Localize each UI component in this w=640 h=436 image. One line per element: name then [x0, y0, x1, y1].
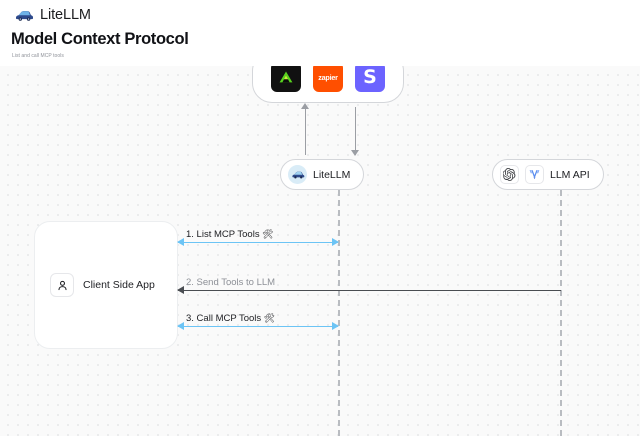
- litellm-to-tools-down-arrow: [355, 107, 356, 155]
- litellm-lifeline: [338, 190, 340, 436]
- flow-1-label: 1. List MCP Tools 🛠: [186, 228, 274, 242]
- diagram-canvas: MCP Tools zapier S: [0, 66, 640, 436]
- tools-emoji-icon: 🛠: [262, 230, 274, 240]
- openai-icon: [500, 165, 519, 184]
- brand[interactable]: LiteLLM: [14, 7, 91, 23]
- flow-1-line: [178, 242, 338, 243]
- client-side-app-label: Client Side App: [83, 279, 155, 291]
- linear-tool-icon[interactable]: [271, 66, 301, 92]
- flow-3-left-arrowhead-icon: [177, 322, 184, 330]
- node-llm-api[interactable]: LLM API: [492, 159, 604, 190]
- flow-3-right-arrowhead-icon: [332, 322, 339, 330]
- slack-tool-icon[interactable]: S: [355, 66, 385, 92]
- page-title: Model Context Protocol: [11, 30, 189, 48]
- llm-api-lifeline: [560, 190, 562, 436]
- litellm-to-tools-down-arrowhead-icon: [351, 150, 359, 156]
- flow-2-label: 2. Send Tools to LLM: [186, 277, 276, 288]
- flow-call-mcp-tools: 3. Call MCP Tools 🛠: [177, 312, 339, 332]
- page-subtitle: List and call MCP tools: [12, 53, 64, 59]
- client-side-app-box[interactable]: Client Side App: [34, 221, 178, 349]
- tools-to-litellm-up-arrowhead-icon: [301, 103, 309, 109]
- node-llm-api-label: LLM API: [550, 168, 590, 181]
- user-icon: [50, 273, 74, 297]
- tools-to-litellm-up-arrow: [305, 107, 306, 155]
- flow-3-line: [178, 326, 338, 327]
- flow-1-right-arrowhead-icon: [332, 238, 339, 246]
- litellm-avatar-icon: [288, 165, 307, 184]
- flow-3-text: 3. Call MCP Tools: [186, 313, 262, 324]
- app-header: LiteLLM: [0, 0, 640, 30]
- flow-1-left-arrowhead-icon: [177, 238, 184, 246]
- mcp-tools-container: zapier S: [252, 66, 404, 103]
- flow-3-label: 3. Call MCP Tools 🛠: [186, 312, 275, 326]
- node-litellm[interactable]: LiteLLM: [280, 159, 365, 190]
- anthropic-icon: [525, 165, 544, 184]
- brand-name: LiteLLM: [40, 7, 91, 23]
- litellm-car-logo-icon: [14, 8, 34, 22]
- flow-list-mcp-tools: 1. List MCP Tools 🛠: [177, 228, 339, 248]
- tools-emoji-icon: 🛠: [263, 314, 276, 324]
- flow-2-left-arrowhead-icon: [177, 286, 184, 294]
- node-litellm-label: LiteLLM: [313, 168, 351, 181]
- flow-2-line: [178, 290, 561, 291]
- flow-1-text: 1. List MCP Tools: [186, 229, 260, 240]
- zapier-tool-icon[interactable]: zapier: [313, 66, 343, 92]
- flow-send-tools-to-llm: 2. Send Tools to LLM: [177, 277, 561, 296]
